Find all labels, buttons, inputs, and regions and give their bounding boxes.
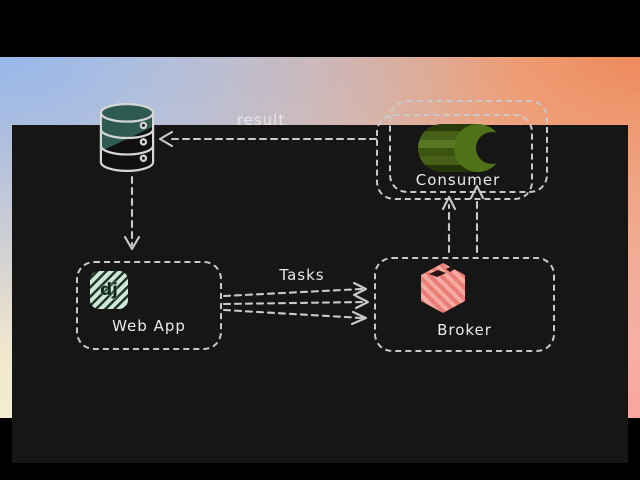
django-icon-text: dj	[100, 279, 118, 300]
celery-icon	[418, 124, 502, 172]
tasks-edge-label: Tasks	[279, 266, 325, 284]
letterbox-top	[0, 0, 640, 57]
broker-label: Broker	[437, 321, 492, 339]
database-icon	[99, 103, 155, 172]
result-edge-label: result	[236, 111, 286, 129]
redis-icon	[421, 263, 465, 313]
web-app-label: Web App	[112, 317, 186, 335]
web-app-node: dj Web App	[76, 261, 222, 350]
consumer-node-outer	[389, 100, 548, 193]
consumer-label: Consumer	[415, 171, 501, 189]
django-icon: dj	[90, 271, 128, 309]
broker-node: Broker	[374, 257, 555, 352]
